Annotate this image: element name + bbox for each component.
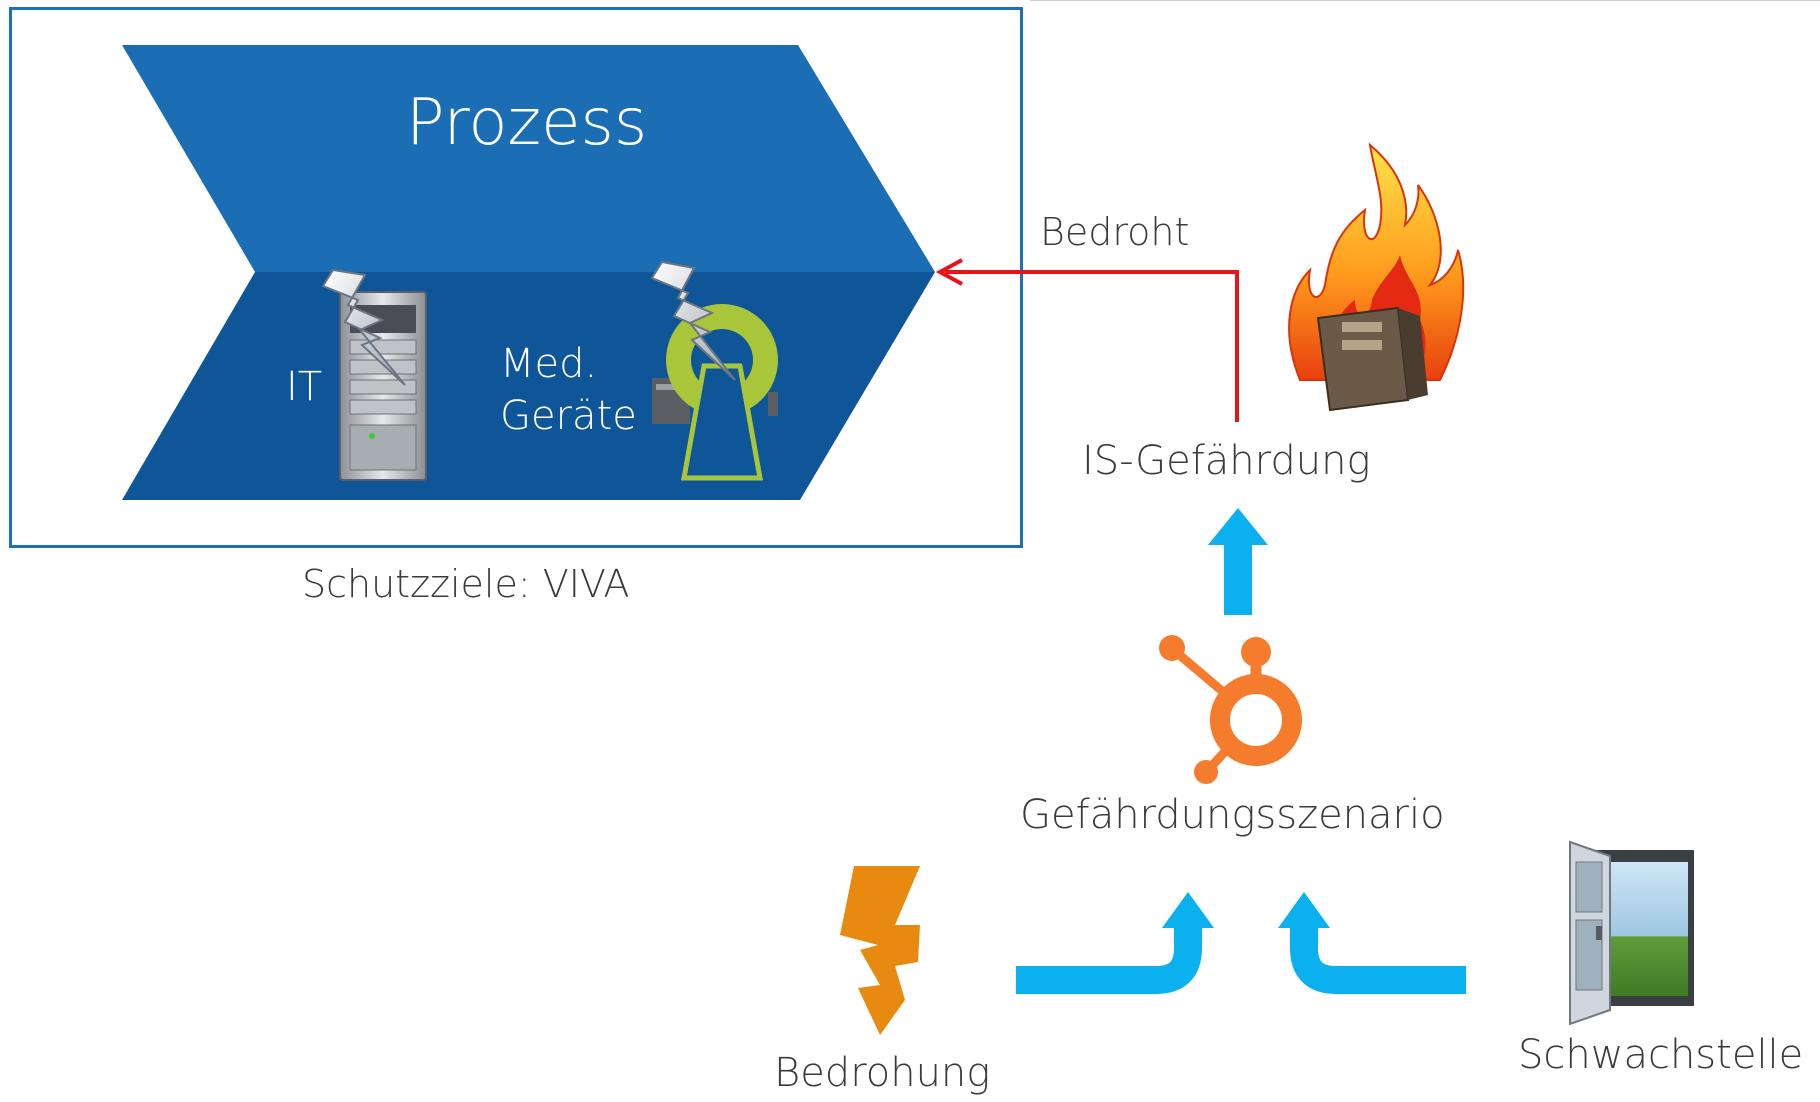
med-label-line1: Med.: [500, 341, 598, 387]
process-title: Prozess: [406, 86, 648, 160]
process-frame: [9, 7, 1023, 548]
threat-label: Bedrohung: [774, 1050, 991, 1096]
server-rack-icon: [339, 291, 427, 481]
weakness-feed-arrow: [1278, 892, 1466, 994]
hubspot-hub-icon: [1159, 635, 1302, 784]
weakness-label: Schwachstelle: [1518, 1032, 1804, 1078]
threat-feed-arrow: [1016, 892, 1214, 994]
chevron-top-band: [122, 45, 935, 272]
lightning-icon: [650, 260, 736, 381]
top-divider: [1030, 0, 1820, 1]
threat-bolt-icon: [840, 866, 920, 1035]
burning-server-icon: [1288, 142, 1465, 412]
up-arrow: [1208, 508, 1268, 615]
protection-goals-label: Schutzziele: VIVA: [302, 562, 630, 606]
it-label: IT: [286, 364, 323, 410]
mri-scanner-icon: [652, 304, 778, 481]
lightning-icon: [321, 268, 406, 386]
scenario-label: Gefährdungsszenario: [1020, 792, 1445, 838]
med-devices-label: Med. Geräte: [500, 338, 637, 442]
threatens-arrow: [935, 258, 1239, 422]
is-threat-label: IS-Gefährdung: [1082, 438, 1371, 484]
open-door-icon: [1569, 840, 1694, 1026]
med-label-line2: Geräte: [500, 393, 637, 439]
threatens-label: Bedroht: [1040, 210, 1190, 254]
